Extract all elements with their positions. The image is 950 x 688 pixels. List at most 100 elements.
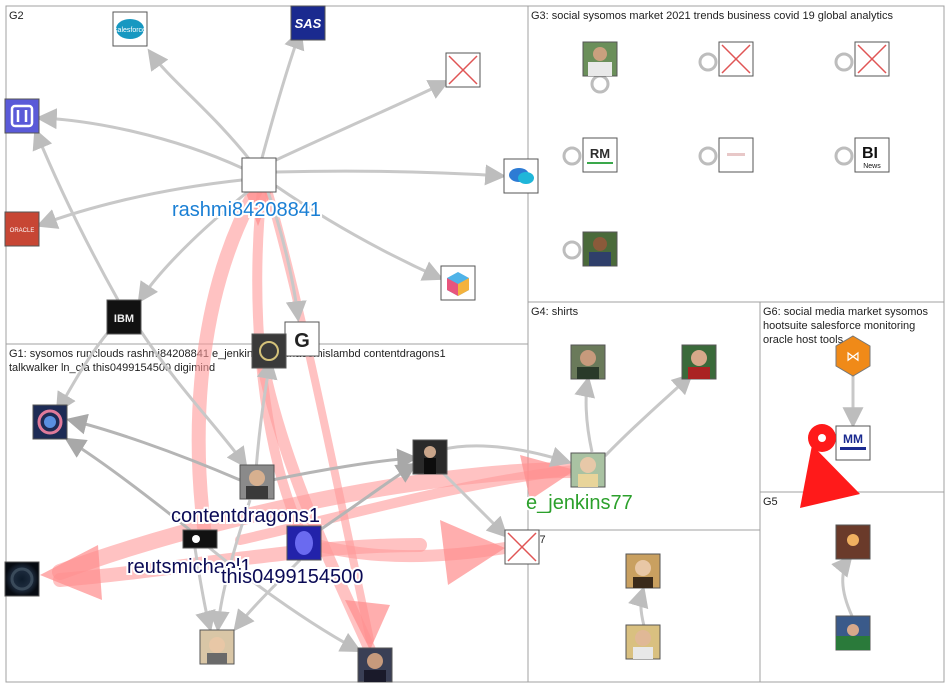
edge-rashmi-oracle [36,178,243,229]
edge-rashmi-ibm [137,188,251,304]
self-loop-g3-7 [562,240,582,260]
group-title-g5: G5 [763,496,778,508]
node-g3-person2[interactable] [582,231,618,267]
node-g3-person1[interactable] [582,41,618,77]
self-loops [562,52,854,260]
node-g5-stadium[interactable] [835,615,871,651]
node-ring-logo[interactable] [32,404,68,440]
edge-g7 [628,585,649,627]
node-g3-faint-logo[interactable] [718,137,754,173]
group-box-g5 [759,491,945,683]
edge-ibm-ring [55,329,112,414]
group-title-g6-line3: oracle host tools [763,334,844,346]
node-g3-broken1[interactable] [718,41,754,77]
red-arrowheads [40,190,575,650]
node-lin-logo[interactable] [4,98,40,134]
node-ibm[interactable]: IBM [106,299,142,335]
node-labels: rashmi84208841 e_jenkins77 contentdragon… [125,197,635,590]
node-rashmi[interactable] [241,157,277,193]
node-g-logo[interactable]: G [284,321,320,357]
self-loop-g3-5 [698,146,718,166]
self-loop-g3-4 [562,146,582,166]
arrowhead-red-1 [245,190,272,226]
edge-this-girl [233,558,302,632]
edge-cd-gear [254,357,278,471]
node-gear-photo[interactable] [251,333,287,369]
group-title-g2: G2 [9,10,24,22]
edge-cd-girl [208,499,252,633]
mm-logo-text: MM [843,432,863,446]
edge-red-4 [52,462,583,580]
rm-logo-text: RM [590,146,610,161]
bi-news-text: News [863,163,881,170]
edge-reuts-girl [193,547,216,633]
node-g6-orange-logo[interactable]: ⋈ [835,335,871,377]
oracle-logo-text: ORACLE [10,228,35,234]
node-dark-circle[interactable] [4,561,40,597]
node-g7-man[interactable] [625,624,661,660]
arrowhead-red-2 [40,545,102,600]
node-g4-man1[interactable] [570,344,606,380]
node-chat-bubbles[interactable] [503,158,539,194]
label-ejenkins: e_jenkins77 [526,492,633,514]
node-g3-rm-logo[interactable]: RM [582,137,618,173]
node-broken-image-g2[interactable] [445,52,481,88]
ibm-logo-text: IBM [114,313,134,325]
node-ejenkins[interactable] [570,452,606,488]
edge-rashmi-sas [260,28,305,159]
node-g3-broken2[interactable] [854,41,890,77]
label-this0499: this0499154500 [221,566,363,588]
label-rashmi: rashmi84208841 [172,199,321,221]
edge-cd-woman [271,448,419,482]
group-titles: G2 G3: social sysomos market 2021 trends… [9,10,929,546]
edge-rashmi-broken1 [275,80,450,162]
edge-cd-ring [65,413,241,482]
node-hexagon-logo[interactable] [440,265,476,301]
node-salesforce[interactable]: salesforce [112,11,148,47]
group-title-g1-line1: G1: sysomos runclouds rashmi84208841 e_j… [9,348,446,360]
edge-reuts-bottomguy [199,538,362,652]
group-title-g3: G3: social sysomos market 2021 trends bu… [531,10,893,22]
node-g6-mm-logo[interactable]: MM [835,425,871,461]
edge-rashmi-hex [275,184,444,281]
arrowhead-red-5 [345,600,390,650]
bi-logo-text: BI [862,145,878,162]
edge-rashmi-lin [35,108,243,170]
node-bottom-guy[interactable] [357,647,393,683]
node-sas[interactable]: SAS [290,5,326,41]
edge-rashmi-salesforce [147,48,252,161]
group-title-g6-line1: G6: social media market sysomos [763,306,929,318]
edge-red-1 [191,183,263,542]
node-oracle[interactable]: ORACLE [4,211,40,247]
orange-logo-glyph: ⋈ [846,348,860,364]
salesforce-logo-text: salesforce [114,27,146,34]
node-this0499[interactable] [286,525,322,561]
edge-red-5 [53,538,427,587]
group-title-g4: G4: shirts [531,306,579,318]
label-reutsmichael: reutsmichael1 [127,556,252,578]
group-title-g1-line2: talkwalker ln_cla this0499154500 digimin… [9,362,215,374]
node-girl[interactable] [199,629,235,665]
g-logo-text: G [294,330,310,352]
node-reutsmichael[interactable] [182,529,218,549]
edge-g5 [831,554,854,617]
edge-rashmi-g [266,191,307,323]
gray-edges [32,28,864,652]
edge-ejenkins-man1 [574,375,596,453]
self-loop-g3-2 [698,52,718,72]
red-self-loop-arrow [800,424,860,508]
edge-rashmi-chat [275,164,507,186]
edge-reuts-ring [64,437,191,532]
node-woman-dark[interactable] [412,439,448,475]
node-g5-sunset[interactable] [835,524,871,560]
node-g3-bi-news[interactable]: BI News [854,137,890,173]
self-loop-g3-3 [834,52,854,72]
node-g4-man2[interactable] [681,344,717,380]
edge-ejenkins-man2 [603,373,694,458]
node-g7-woman[interactable] [625,553,661,589]
node-g1-broken[interactable] [504,529,540,565]
arrowhead-red-3 [440,520,505,585]
group-title-g6-line2: hootsuite salesforce monitoring [763,320,915,332]
node-contentdragons[interactable] [239,464,275,500]
